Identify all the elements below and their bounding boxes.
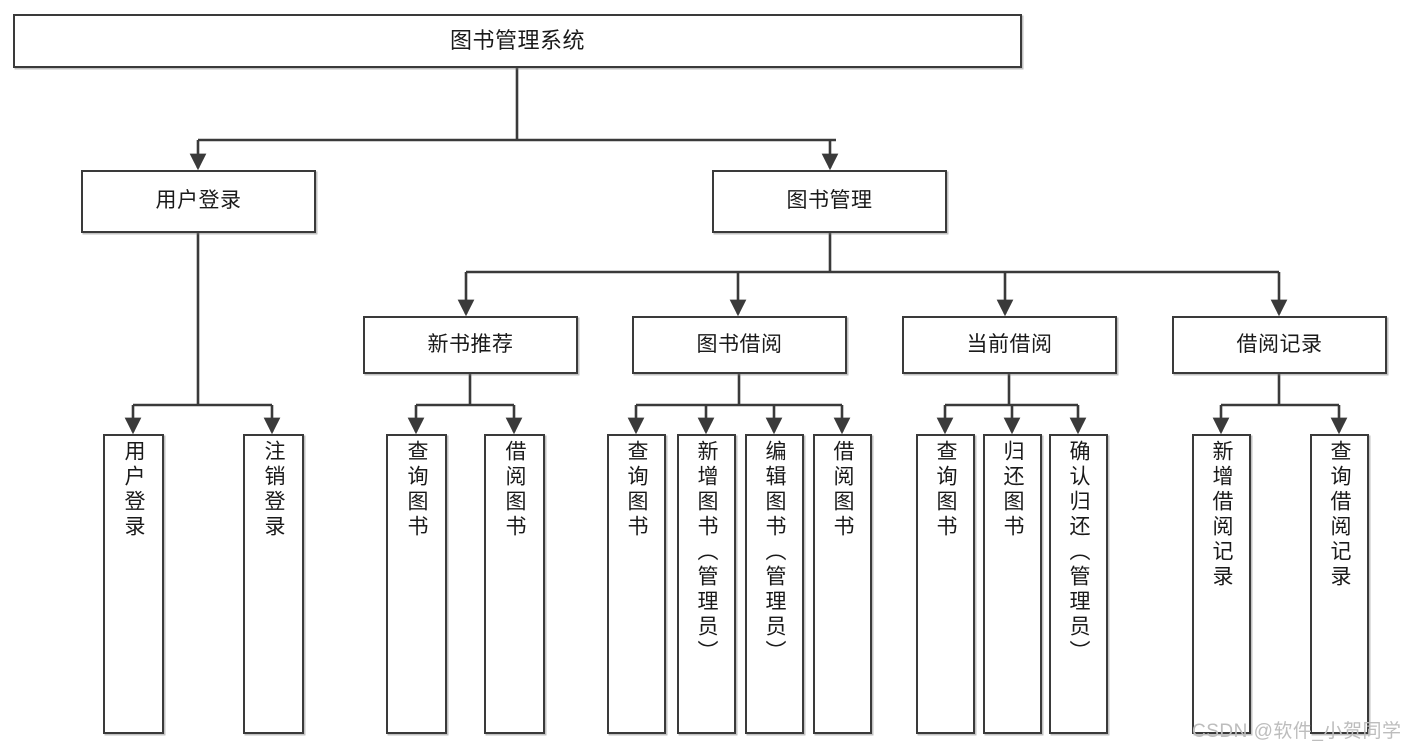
node-current-borrow[interactable]: 当前借阅 <box>902 316 1117 374</box>
leaf-current-confirm-return-label: 确认归还（管理员） <box>1067 440 1090 665</box>
leaf-record-query[interactable]: 查询借阅记录 <box>1310 434 1369 734</box>
leaf-recommend-query-book-label: 查询图书 <box>405 440 428 540</box>
node-book-borrow[interactable]: 图书借阅 <box>632 316 847 374</box>
leaf-borrow-add-book-label: 新增图书（管理员） <box>695 440 718 665</box>
leaf-record-query-label: 查询借阅记录 <box>1328 440 1351 590</box>
leaf-user-login[interactable]: 用户登录 <box>103 434 164 734</box>
node-borrow-record[interactable]: 借阅记录 <box>1172 316 1387 374</box>
leaf-recommend-borrow-book[interactable]: 借阅图书 <box>484 434 545 734</box>
leaf-current-confirm-return[interactable]: 确认归还（管理员） <box>1049 434 1108 734</box>
leaf-borrow-edit-book[interactable]: 编辑图书（管理员） <box>745 434 804 734</box>
node-current-borrow-label: 当前借阅 <box>966 332 1053 356</box>
leaf-record-add-label: 新增借阅记录 <box>1210 440 1233 590</box>
csdn-watermark: CSDN @软件_小贺同学 <box>1192 721 1402 742</box>
leaf-borrow-query-book-label: 查询图书 <box>625 440 648 540</box>
leaf-borrow-query-book[interactable]: 查询图书 <box>607 434 666 734</box>
leaf-recommend-query-book[interactable]: 查询图书 <box>386 434 447 734</box>
node-book-manage[interactable]: 图书管理 <box>712 170 947 233</box>
node-root-label: 图书管理系统 <box>449 28 585 54</box>
leaf-borrow-add-book[interactable]: 新增图书（管理员） <box>677 434 736 734</box>
node-user-login[interactable]: 用户登录 <box>81 170 316 233</box>
node-book-manage-label: 图书管理 <box>786 189 873 213</box>
leaf-borrow-borrow-book-label: 借阅图书 <box>831 440 854 540</box>
node-borrow-record-label: 借阅记录 <box>1236 332 1323 356</box>
leaf-current-query-book[interactable]: 查询图书 <box>916 434 975 734</box>
node-user-login-label: 用户登录 <box>155 189 242 213</box>
leaf-borrow-borrow-book[interactable]: 借阅图书 <box>813 434 872 734</box>
node-book-borrow-label: 图书借阅 <box>696 332 783 356</box>
node-new-book-recommend-label: 新书推荐 <box>427 332 514 356</box>
leaf-user-logout-label: 注销登录 <box>262 440 285 540</box>
leaf-user-login-label: 用户登录 <box>122 440 145 540</box>
leaf-recommend-borrow-book-label: 借阅图书 <box>503 440 526 540</box>
leaf-current-query-book-label: 查询图书 <box>934 440 957 540</box>
leaf-current-return-book-label: 归还图书 <box>1001 440 1024 540</box>
node-root[interactable]: 图书管理系统 <box>13 14 1022 68</box>
leaf-current-return-book[interactable]: 归还图书 <box>983 434 1042 734</box>
leaf-record-add[interactable]: 新增借阅记录 <box>1192 434 1251 734</box>
leaf-borrow-edit-book-label: 编辑图书（管理员） <box>763 440 786 665</box>
node-new-book-recommend[interactable]: 新书推荐 <box>363 316 578 374</box>
leaf-user-logout[interactable]: 注销登录 <box>243 434 304 734</box>
